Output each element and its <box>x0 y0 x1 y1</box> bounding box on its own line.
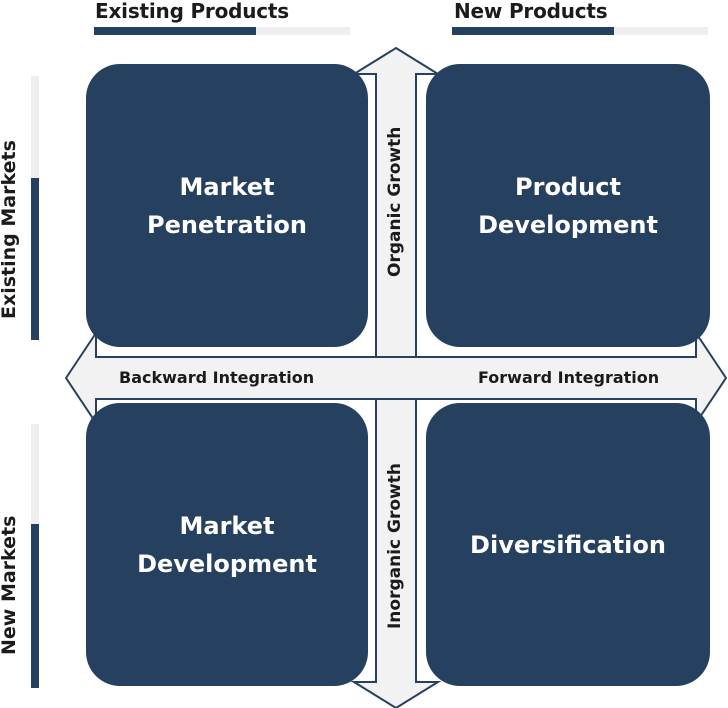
quadrant-market-development: Market Development <box>86 403 368 686</box>
arrow-center-fill <box>377 358 415 398</box>
quadrant-market-penetration: Market Penetration <box>86 64 368 347</box>
row-bar-existing-markets-fill <box>31 178 39 340</box>
quadrant-product-development: Product Development <box>426 64 710 347</box>
arrow-label-backward-integration: Backward Integration <box>119 368 315 387</box>
quadrant-market-development-line1: Market <box>179 511 275 540</box>
arrow-label-organic-growth: Organic Growth <box>385 126 405 277</box>
arrow-label-forward-integration: Forward Integration <box>478 368 660 387</box>
column-header-existing-products: Existing Products <box>95 0 289 23</box>
column-bar-existing-products-fill <box>94 27 256 35</box>
column-bar-new-products-fill <box>452 27 614 35</box>
row-bar-new-markets-fill <box>31 524 39 688</box>
quadrant-product-development-line2: Development <box>478 210 658 239</box>
quadrant-diversification-line1: Diversification <box>470 530 666 559</box>
arrow-label-inorganic-growth: Inorganic Growth <box>385 463 405 630</box>
quadrant-product-development-line1: Product <box>515 172 621 201</box>
column-header-new-products: New Products <box>454 0 608 23</box>
quadrant-market-penetration-line1: Market <box>179 172 275 201</box>
quadrant-diversification: Diversification <box>426 403 710 686</box>
quadrant-market-penetration-line2: Penetration <box>146 210 307 239</box>
quadrant-market-development-line2: Development <box>137 549 317 578</box>
